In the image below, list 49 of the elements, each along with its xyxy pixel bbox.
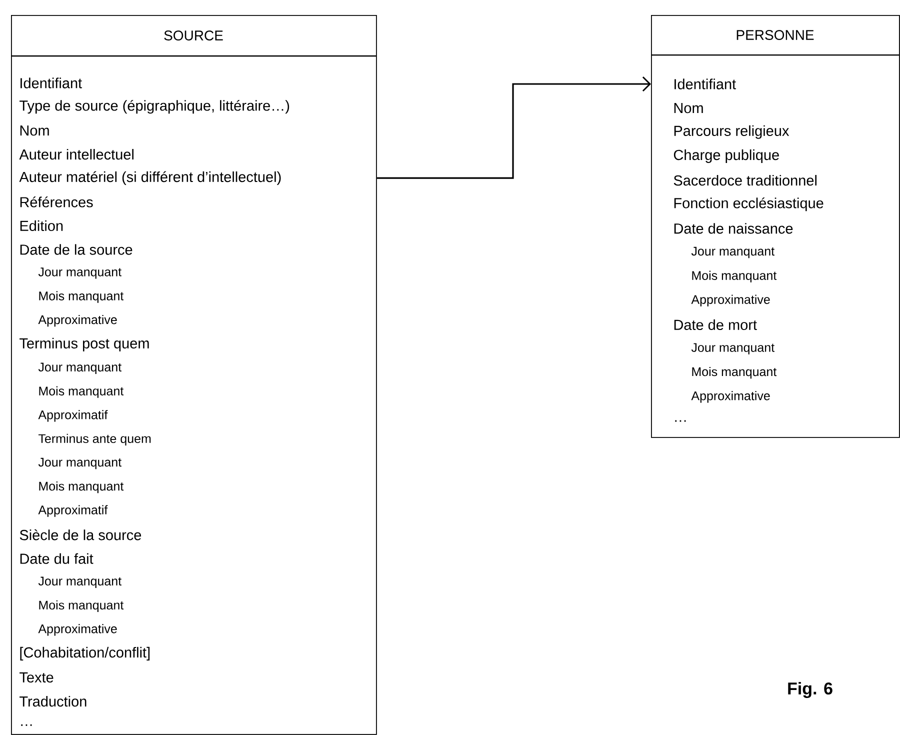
entity-title: PERSONNE bbox=[736, 30, 814, 40]
attribute-text: Nom bbox=[20, 126, 49, 136]
attribute-text: Auteur intellectuel bbox=[19, 148, 134, 160]
attribute-text: Traduction bbox=[20, 696, 86, 707]
attribute-text: Mois manquant bbox=[39, 386, 124, 398]
attribute-text: Nom bbox=[674, 103, 703, 114]
attribute-text: Références bbox=[20, 196, 93, 208]
attribute-text: Date du fait bbox=[20, 553, 94, 564]
attribute-text: Approximative bbox=[38, 624, 117, 636]
attribute-text: Approximatif bbox=[38, 410, 108, 422]
attribute-text: Mois manquant bbox=[39, 291, 124, 303]
attribute-text: Jour manquant bbox=[38, 576, 122, 588]
attribute-text: Mois manquant bbox=[692, 270, 777, 282]
attribute-text: … bbox=[21, 724, 32, 726]
attribute-text: Identifiant bbox=[674, 78, 736, 90]
attribute-text: Mois manquant bbox=[39, 481, 124, 494]
attribute-text: Approximative bbox=[691, 294, 770, 306]
attribute-text: Fonction ecclésiastique bbox=[674, 197, 824, 212]
attribute-text: Date de mort bbox=[674, 319, 757, 330]
entity-title: SOURCE bbox=[164, 30, 223, 40]
attribute-text: Terminus post quem bbox=[20, 338, 149, 352]
attribute-text: Charge publique bbox=[674, 149, 779, 163]
attribute-text: Auteur matériel (si différent d’intellectuel) bbox=[19, 171, 281, 185]
attribute-text: Jour manquant bbox=[38, 362, 122, 374]
attribute-text: Parcours religieux bbox=[674, 125, 790, 139]
attribute-text: Terminus ante quem bbox=[38, 434, 151, 446]
attribute-text: Identifiant bbox=[20, 78, 82, 88]
figure-number: Fig. 6 bbox=[788, 682, 832, 698]
attribute-text: Approximative bbox=[38, 314, 117, 327]
attribute-text: Mois manquant bbox=[39, 600, 124, 612]
attribute-text: Approximatif bbox=[38, 505, 108, 517]
attribute-text: Siècle de la source bbox=[20, 529, 142, 540]
connector-arrow bbox=[376, 76, 651, 179]
attribute-text: Mois manquant bbox=[692, 366, 777, 379]
entity-box bbox=[651, 15, 900, 438]
attribute-text: Date de naissance bbox=[674, 223, 793, 234]
attribute-text: Jour manquant bbox=[38, 268, 122, 279]
attribute-text: Approximative bbox=[691, 391, 770, 403]
attribute-text: … bbox=[675, 420, 686, 422]
attribute-text: Jour manquant bbox=[691, 246, 774, 258]
attribute-text: Jour manquant bbox=[38, 458, 122, 470]
attribute-text: [Cohabitation/conflit] bbox=[20, 646, 150, 660]
attribute-text: Jour manquant bbox=[691, 343, 774, 354]
attribute-text: Date de la source bbox=[20, 244, 132, 255]
attribute-text: Texte bbox=[20, 672, 54, 683]
attribute-text: Edition bbox=[20, 220, 63, 232]
entity-box bbox=[11, 15, 377, 735]
attribute-text: Sacerdoce traditionnel bbox=[674, 174, 816, 186]
attribute-text: Type de source (épigraphique, littéraire…) bbox=[20, 100, 290, 114]
